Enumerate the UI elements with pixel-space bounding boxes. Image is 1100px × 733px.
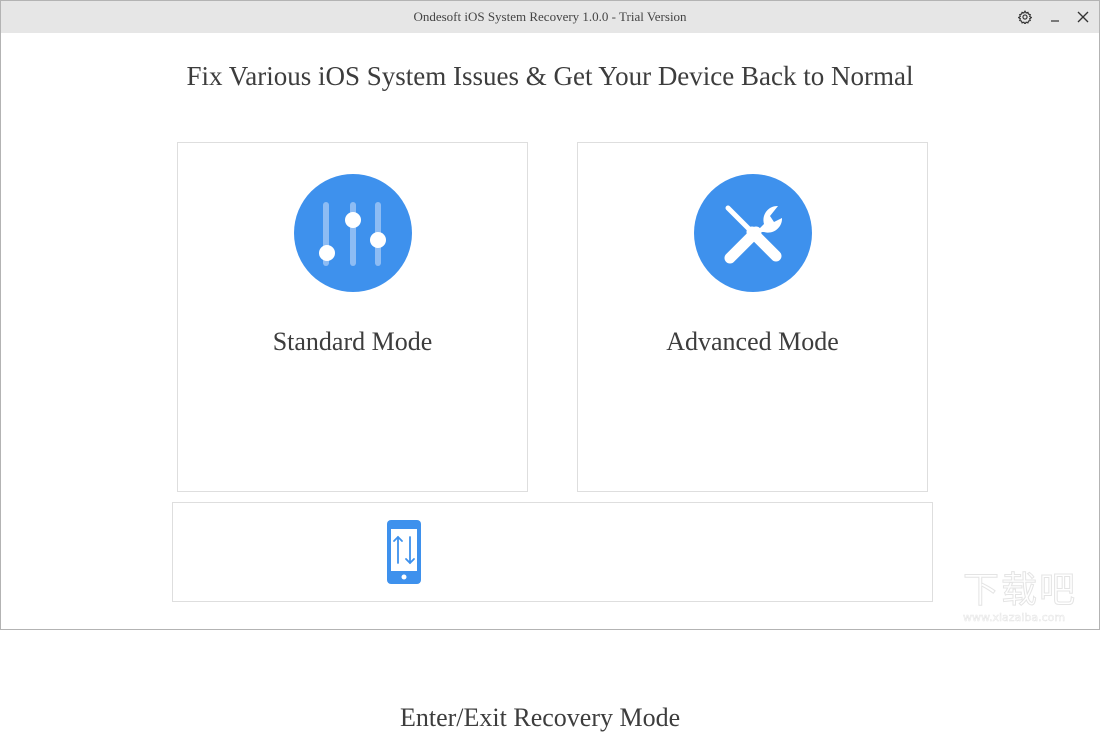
- close-icon: [1077, 11, 1089, 23]
- advanced-mode-label: Advanced Mode: [666, 327, 839, 356]
- phone-transfer-icon: [387, 520, 421, 584]
- watermark: 下载吧 www.xiazaiba.com: [963, 570, 1078, 624]
- window-title: Ondesoft iOS System Recovery 1.0.0 - Tri…: [413, 9, 687, 24]
- page-heading: Fix Various iOS System Issues & Get Your…: [186, 61, 914, 91]
- advanced-mode-card[interactable]: Advanced Mode: [577, 142, 928, 492]
- tools-icon: [694, 174, 812, 292]
- sliders-icon: [294, 174, 412, 292]
- recovery-mode-card[interactable]: Enter/Exit Recovery Mode: [172, 502, 933, 732]
- standard-mode-label: Standard Mode: [272, 327, 433, 356]
- close-button[interactable]: [1071, 5, 1095, 29]
- title-bar: Ondesoft iOS System Recovery 1.0.0 - Tri…: [1, 1, 1099, 33]
- minimize-button[interactable]: [1043, 5, 1067, 29]
- recovery-mode-label: Enter/Exit Recovery Mode: [400, 703, 681, 732]
- gear-icon: [1018, 10, 1032, 24]
- standard-mode-card[interactable]: Standard Mode: [177, 142, 528, 492]
- minimize-icon: [1051, 20, 1059, 22]
- settings-button[interactable]: [1013, 5, 1037, 29]
